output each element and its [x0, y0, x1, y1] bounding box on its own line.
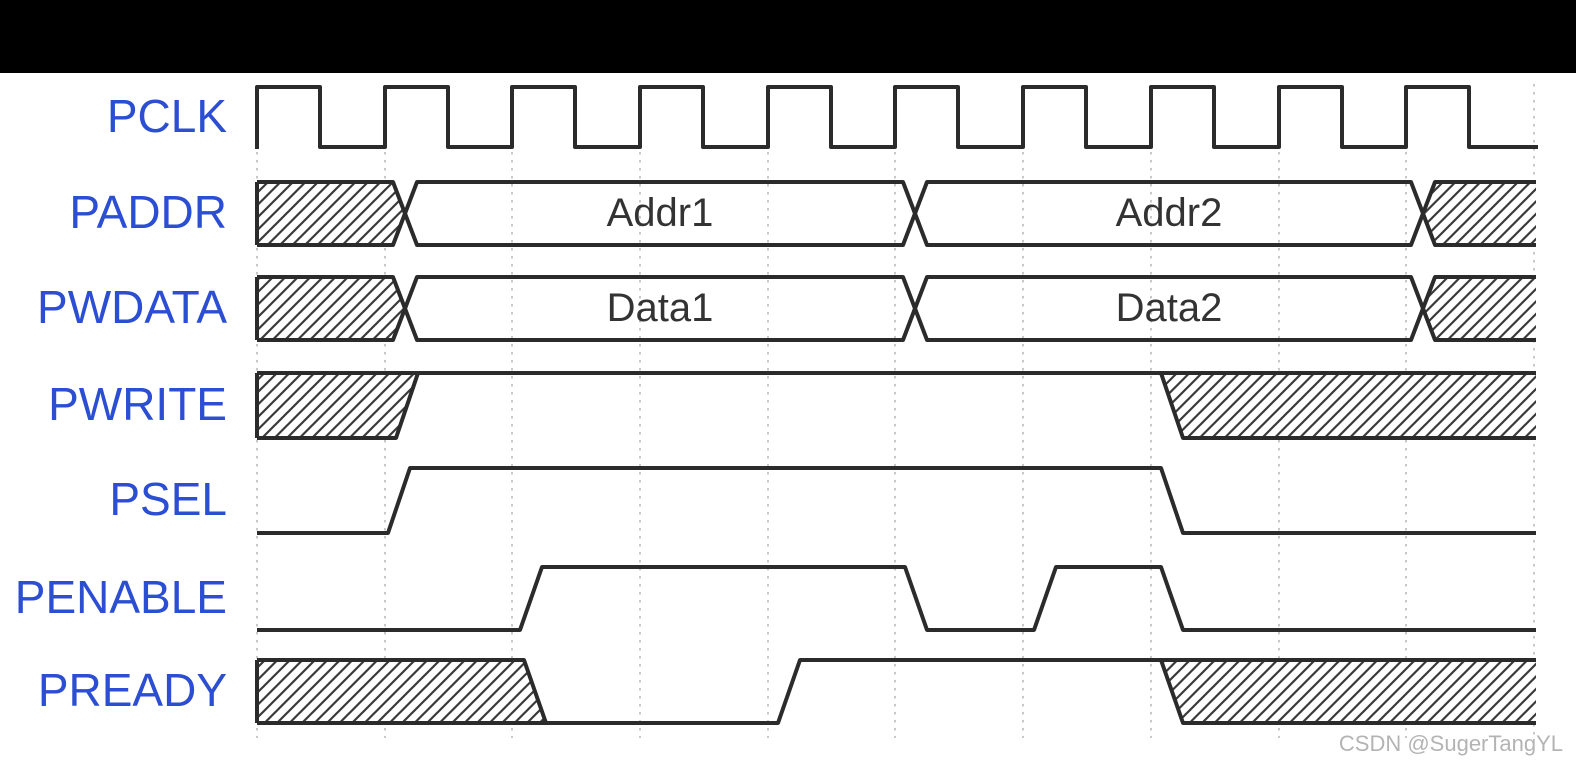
paddr-unknown-hatch-left	[257, 182, 405, 245]
pwdata-unknown-hatch-left	[257, 277, 405, 340]
signal-label-pclk: PCLK	[106, 90, 227, 142]
pready-unknown-hatch-left	[257, 660, 546, 723]
pwdata-unknown-hatch-right	[1423, 277, 1536, 340]
signal-label-pwdata: PWDATA	[37, 281, 227, 333]
pwdata-value-data1: Data1	[606, 286, 714, 330]
pwdata-waveform	[255, 275, 1536, 342]
pwdata-value-data2: Data2	[1115, 286, 1223, 330]
pready-waveform	[255, 658, 1536, 725]
penable-waveform	[257, 565, 1536, 632]
csdn-watermark: CSDN @SugerTangYL	[1338, 731, 1563, 756]
pwrite-waveform	[255, 371, 1536, 440]
top-black-bar	[0, 0, 1576, 73]
signal-label-paddr: PADDR	[69, 186, 227, 238]
signal-label-pready: PREADY	[37, 664, 227, 716]
signal-label-psel: PSEL	[109, 473, 227, 525]
paddr-value-addr1: Addr1	[606, 191, 714, 235]
paddr-value-addr2: Addr2	[1115, 191, 1223, 235]
psel-waveform	[257, 466, 1536, 535]
pready-unknown-hatch-right	[1161, 660, 1536, 723]
paddr-waveform	[255, 180, 1536, 247]
pwrite-unknown-hatch-left	[257, 373, 418, 438]
signal-label-pwrite: PWRITE	[48, 378, 227, 430]
signal-label-penable: PENABLE	[14, 571, 227, 623]
pwrite-unknown-hatch-right	[1161, 373, 1536, 438]
paddr-unknown-hatch-right	[1423, 182, 1536, 245]
pclk-waveform	[255, 85, 1538, 149]
